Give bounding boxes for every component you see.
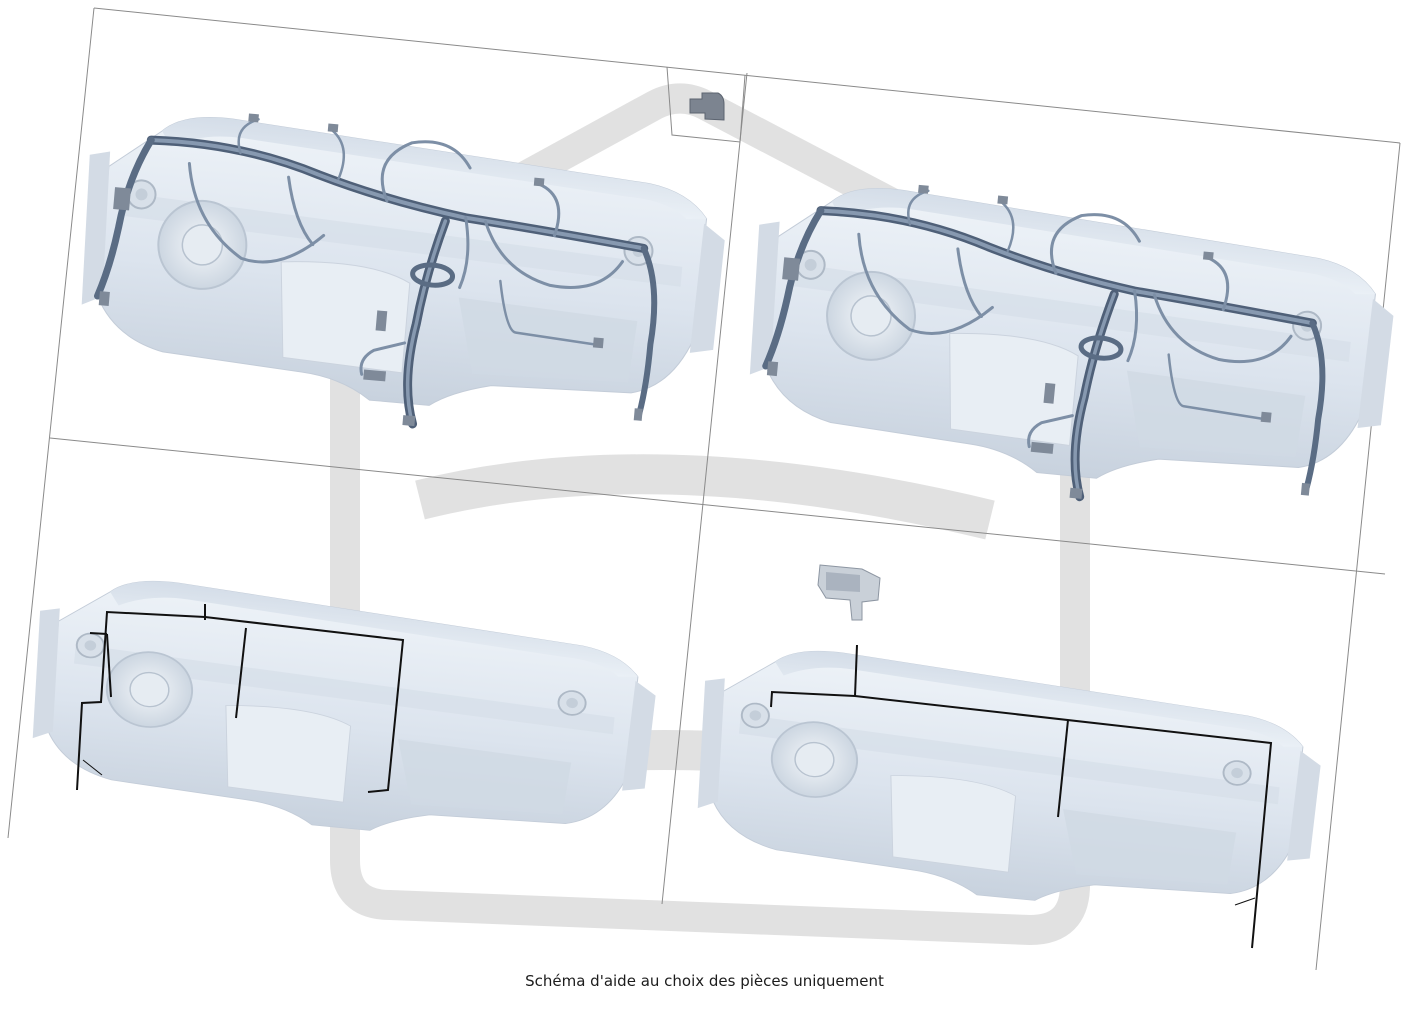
sheet-frame [7, 7, 1401, 971]
dashboard-illustration [69, 105, 733, 431]
diagram-caption: Schéma d'aide au choix des pièces unique… [525, 972, 884, 990]
connector-module-icon [689, 92, 725, 121]
panel-top-left [69, 100, 733, 452]
dashboard-illustration [686, 639, 1328, 928]
dashboard-illustration [737, 175, 1402, 507]
panel-bottom-left [21, 569, 663, 858]
part-leader-lines [76, 604, 405, 793]
panel-bottom-right [686, 564, 1328, 949]
control-module-illustration [817, 564, 881, 621]
part-leader-lines [770, 644, 1273, 949]
